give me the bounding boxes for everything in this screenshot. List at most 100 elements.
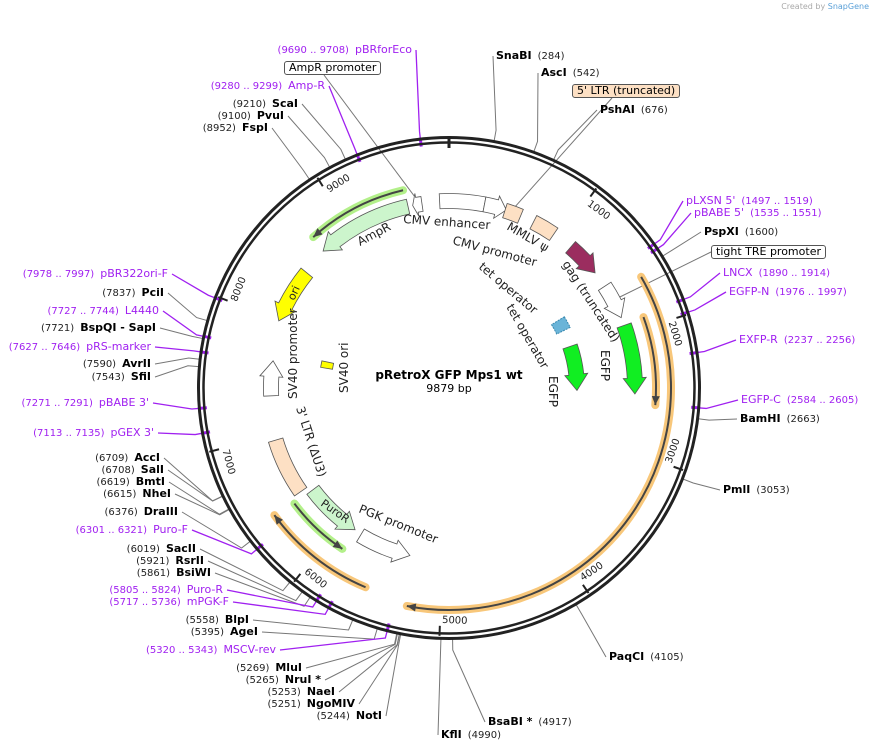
- enzyme-position: (9100): [217, 111, 251, 122]
- boxed-label-5-ltr-truncated[interactable]: 5' LTR (truncated): [572, 84, 681, 98]
- boxed-label-tight-tre-promoter[interactable]: tight TRE promoter: [711, 245, 826, 259]
- orf-arc[interactable]: [406, 276, 672, 611]
- primer-label-pbr322ori-f[interactable]: (7978 .. 7997)pBR322ori-F: [23, 268, 168, 281]
- enzyme-label-asci[interactable]: AscI(542): [541, 67, 606, 80]
- enzyme-label-pmli[interactable]: PmlI(3053): [723, 484, 796, 497]
- enzyme-label-rsrii[interactable]: (5921)RsrII: [136, 555, 204, 568]
- feature-mmlv[interactable]: [529, 215, 559, 242]
- boxed-label-ampr-promoter[interactable]: AmpR promoter: [284, 61, 382, 75]
- feature-5-ltr-truncated[interactable]: [502, 202, 524, 224]
- enzyme-label-sfii[interactable]: (7543)SfiI: [92, 371, 151, 384]
- feature-puror[interactable]: [306, 484, 356, 531]
- orf-arrowhead-icon: [651, 395, 660, 406]
- enzyme-label-bamhi[interactable]: BamHI(2663): [740, 413, 826, 426]
- primer-label-exfp-r[interactable]: EXFP-R(2237 .. 2256): [739, 334, 861, 347]
- enzyme-label-bsiwi[interactable]: (5861)BsiWI: [137, 567, 211, 580]
- enzyme-label-avrii[interactable]: (7590)AvrII: [83, 358, 151, 371]
- enzyme-name: BsaBI *: [488, 715, 533, 728]
- feature-tet-operator[interactable]: [550, 316, 571, 335]
- enzyme-name: PciI: [141, 286, 164, 299]
- primer-label-puro-r[interactable]: (5805 .. 5824)Puro-R: [109, 584, 223, 597]
- enzyme-label-bspqi-sapi[interactable]: (7721) BspQI - SapI: [41, 322, 156, 335]
- leader-line: [167, 292, 208, 322]
- enzyme-label-ngomiv[interactable]: (5251)NgoMIV: [268, 698, 355, 711]
- enzyme-label-bsabi[interactable]: BsaBI * (4917): [488, 716, 578, 729]
- enzyme-position: (4917): [538, 717, 572, 728]
- primer-label-plxsn-5[interactable]: pLXSN 5'(1497 .. 1519): [686, 195, 819, 208]
- enzyme-name: NaeI: [306, 685, 335, 698]
- enzyme-label-fspi[interactable]: (8952)FspI: [203, 122, 268, 135]
- enzyme-label-naei[interactable]: (5253)NaeI: [268, 686, 335, 699]
- feature-label-egfp-outer[interactable]: EGFP: [598, 350, 612, 381]
- feature-ampr-promoter[interactable]: [412, 193, 424, 217]
- enzyme-label-draiii[interactable]: (6376)DraIII: [104, 506, 178, 519]
- feature-ori[interactable]: [274, 267, 314, 322]
- primer-label-pgex-3[interactable]: (7113 .. 7135)pGEX 3': [33, 427, 154, 440]
- feature-egfp[interactable]: [562, 343, 589, 392]
- primer-position: (1890 .. 1914): [758, 268, 830, 279]
- leader-line: [287, 115, 331, 168]
- feature-egfp[interactable]: [616, 322, 647, 395]
- enzyme-label-pvui[interactable]: (9100)PvuI: [218, 110, 284, 123]
- feature-pgk-promoter[interactable]: [356, 528, 411, 563]
- enzyme-position: (7721): [40, 323, 75, 334]
- orf-arc[interactable]: [273, 514, 366, 589]
- primer-label-mscv-rev[interactable]: (5320 .. 5343)MSCV-rev: [146, 644, 276, 657]
- primer-label-l4440[interactable]: (7727 .. 7744)L4440: [47, 305, 159, 318]
- enzyme-label-snabi[interactable]: SnaBI(284): [496, 50, 571, 63]
- enzyme-name: BspQI - SapI: [80, 321, 156, 334]
- orf-arrowhead-icon: [313, 228, 323, 238]
- feature-sv40-promoter[interactable]: [259, 360, 284, 397]
- primer-label-pbabe-5[interactable]: pBABE 5'(1535 .. 1551): [694, 207, 828, 220]
- feature-cmv-promoter[interactable]: [482, 194, 507, 220]
- primer-label-egfp-n[interactable]: EGFP-N(1976 .. 1997): [729, 286, 853, 299]
- feature-cmv-enhancer[interactable]: [438, 193, 487, 213]
- primer-label-lncx[interactable]: LNCX (1890 .. 1914): [723, 267, 836, 280]
- primer-name: LNCX: [723, 266, 753, 279]
- leader-line: [271, 127, 310, 180]
- orf-arc[interactable]: [312, 189, 404, 238]
- enzyme-label-pshai[interactable]: PshAI(676): [600, 104, 674, 117]
- primer-label-mpgk-f[interactable]: (5717 .. 5736)mPGK-F: [109, 596, 229, 609]
- primer-label-prs-marker[interactable]: (7627 .. 7646)pRS-marker: [9, 341, 151, 354]
- enzyme-label-pspxi[interactable]: PspXI(1600): [704, 226, 784, 239]
- primer-label-pbrforeco[interactable]: (9690 .. 9708)pBRforEco: [278, 44, 412, 57]
- feature-gag-truncated[interactable]: [565, 240, 596, 274]
- enzyme-position: (9210): [232, 99, 267, 110]
- leader-line: [162, 310, 208, 338]
- enzyme-label-mlui[interactable]: (5269)MluI: [236, 662, 302, 675]
- enzyme-label-acci[interactable]: (6709)AccI: [95, 452, 160, 465]
- leader-line: [157, 431, 207, 436]
- enzyme-label-scai[interactable]: (9210)ScaI: [233, 98, 298, 111]
- primer-label-puro-f[interactable]: (6301 .. 6321)Puro-F: [76, 524, 188, 537]
- primer-label-amp-r[interactable]: (9280 .. 9299)Amp-R: [211, 80, 325, 93]
- enzyme-name: PmlI: [723, 483, 751, 496]
- feature-label-sv40-ori[interactable]: SV40 ori: [337, 342, 351, 393]
- enzyme-label-bmti[interactable]: (6619)BmtI: [97, 476, 165, 489]
- feature-3-ltr-u3[interactable]: [267, 437, 308, 497]
- feature-label-ori[interactable]: ori: [285, 284, 303, 302]
- leader-line: [695, 399, 739, 410]
- feature-label-sv40-promoter[interactable]: SV40 promoter: [286, 308, 300, 399]
- feature-sv40-ori[interactable]: [320, 360, 335, 370]
- enzyme-label-nrui[interactable]: (5265)NruI *: [246, 674, 321, 687]
- enzyme-label-agei[interactable]: (5395)AgeI: [191, 626, 258, 639]
- primer-label-pbabe-3[interactable]: (7271 .. 7291)pBABE 3': [22, 397, 150, 410]
- features: [259, 193, 647, 563]
- enzyme-label-noti[interactable]: (5244)NotI: [317, 710, 382, 723]
- feature-ampr[interactable]: [322, 198, 411, 252]
- enzyme-label-kfli[interactable]: KflI(4990): [441, 729, 507, 742]
- enzyme-label-sali[interactable]: (6708)SalI: [102, 464, 164, 477]
- primer-label-egfp-c[interactable]: EGFP-C(2584 .. 2605): [741, 394, 864, 407]
- enzyme-label-nhei[interactable]: (6615)NheI: [103, 488, 171, 501]
- enzyme-label-sacii[interactable]: (6019)SacII: [127, 543, 196, 556]
- feature-label-cmv-enhancer[interactable]: CMV enhancer: [403, 212, 491, 232]
- tick-mark: [293, 573, 302, 583]
- feature-label-egfp-inner[interactable]: EGFP: [546, 376, 560, 407]
- feature-tight-tre-promoter[interactable]: [597, 281, 626, 319]
- enzyme-label-pcii[interactable]: (7837)PciI: [102, 287, 164, 300]
- enzyme-name: SacII: [165, 542, 196, 555]
- feature-label-3ltr[interactable]: 3' LTR (ΔU3): [293, 405, 329, 479]
- enzyme-label-blpi[interactable]: (5558)BlpI: [186, 614, 249, 627]
- enzyme-label-paqci[interactable]: PaqCI(4105): [609, 651, 690, 664]
